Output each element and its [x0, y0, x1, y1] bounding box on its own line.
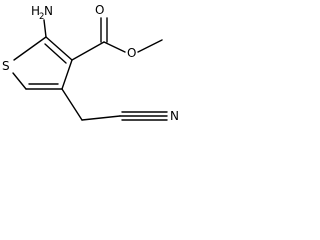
bond-n-c2	[43, 19, 47, 38]
amino-h-subscript: 2	[39, 12, 44, 22]
bond-ch2-cn	[81, 115, 121, 121]
chemical-structure: H 2 N S O O N	[2, 3, 179, 123]
amino-h-label: H	[31, 4, 40, 18]
bond-c4-ch2	[61, 88, 83, 121]
bond-carbonylc-o	[103, 41, 126, 53]
ester-oxygen-label: O	[127, 46, 136, 60]
bond-c5-s	[12, 72, 27, 90]
bond-c2-c3	[45, 36, 73, 61]
nitrile-nitrogen-label: N	[170, 109, 179, 123]
bond-c3-c4	[61, 59, 73, 90]
bond-s-c2	[13, 36, 47, 61]
bond-o-methyl	[137, 39, 163, 53]
bond-c2-c3-double	[44, 43, 67, 64]
ring-sulfur-label: S	[2, 59, 10, 73]
carbonyl-oxygen-label: O	[95, 3, 104, 17]
amino-n-label: N	[44, 4, 53, 18]
bond-c3-carbonylc	[71, 41, 105, 61]
